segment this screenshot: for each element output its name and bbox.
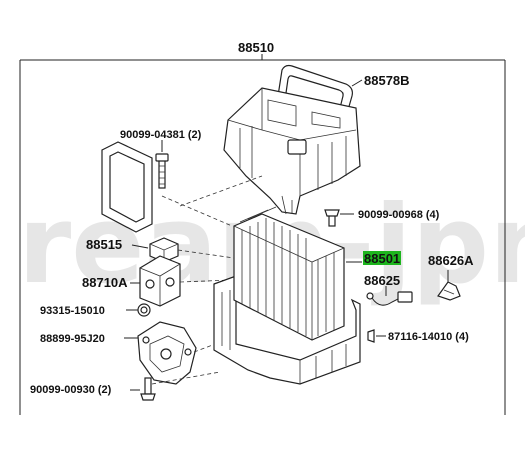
label-bracket[interactable]: 88899-95J20: [40, 333, 105, 345]
seal-frame-part: [101, 141, 153, 233]
screw-top-part: [155, 153, 169, 189]
label-o-ring[interactable]: 93315-15010: [40, 305, 105, 317]
label-clip[interactable]: 87116-14010 (4): [388, 331, 469, 343]
label-seal[interactable]: 88515: [86, 237, 122, 252]
label-bolt-bottom[interactable]: 90099-00930 (2): [30, 384, 112, 396]
assembly-frame: [19, 54, 506, 415]
upper-case-part: [223, 64, 361, 215]
bracket-part: [137, 321, 197, 385]
label-assembly[interactable]: 88510: [238, 40, 274, 55]
evaporator-part: [233, 206, 345, 341]
lower-case-part: [213, 275, 361, 385]
bolt-bottom-part: [140, 377, 156, 401]
o-ring-part: [137, 303, 151, 317]
highlight-evaporator: [363, 251, 401, 265]
label-clamp[interactable]: 88626A: [428, 253, 474, 268]
valve-part: [139, 255, 181, 307]
label-thermistor[interactable]: 88625: [364, 273, 400, 288]
clamp-part: [437, 281, 461, 301]
label-screw-right[interactable]: 90099-00968 (4): [358, 209, 440, 221]
seal-small-part: [149, 237, 179, 263]
label-valve[interactable]: 88710A: [82, 275, 128, 290]
label-upper-case[interactable]: 88578B: [364, 73, 410, 88]
screw-right-part: [324, 209, 340, 227]
label-evaporator[interactable]: 88501: [364, 251, 400, 266]
label-screw-top[interactable]: 90099-04381 (2): [120, 129, 202, 141]
clip-part: [367, 329, 375, 343]
thermistor-part: [366, 291, 413, 306]
